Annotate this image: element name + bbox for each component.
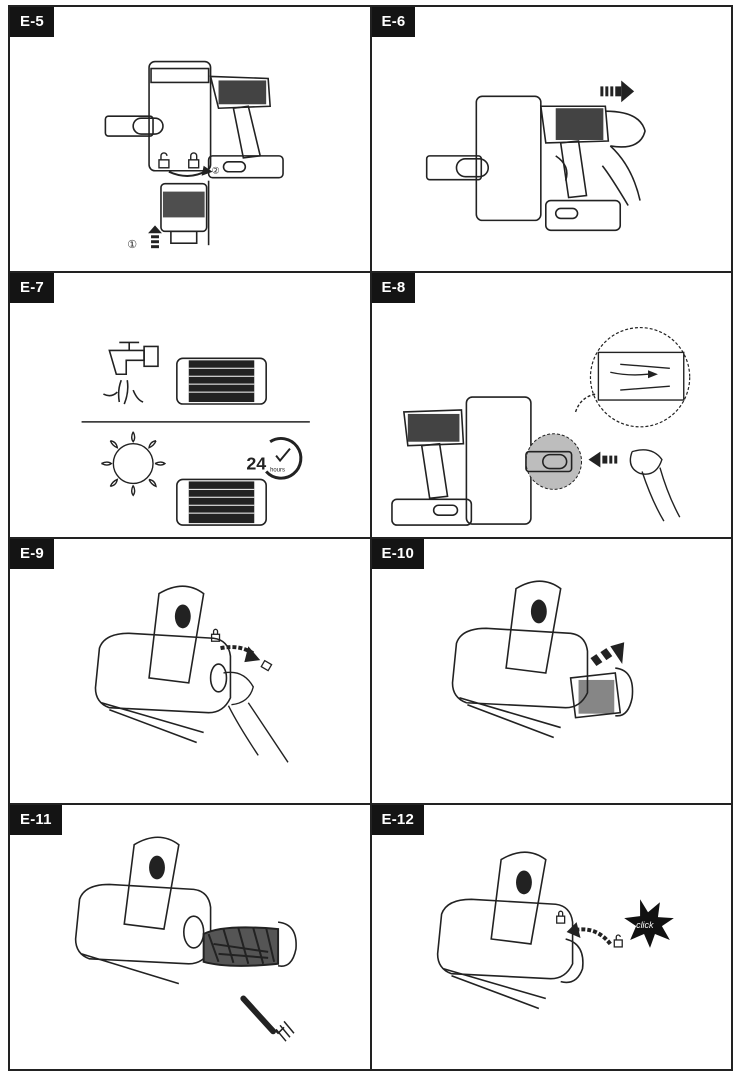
hand-twisting [223,671,289,763]
lock-icon [555,910,565,924]
nozzle-neck [123,836,180,930]
instruction-grid: E-5 [8,5,733,1071]
hand-with-cloth [629,449,680,522]
battery-pack [390,498,472,526]
lock-icon [210,628,221,642]
filter-icon [176,357,267,405]
panel-e5: E-5 [9,6,371,272]
panel-label: E-9 [10,539,54,569]
vacuum-body [148,60,212,172]
up-arrow-icon [148,225,162,249]
click-text: click [636,920,654,930]
release-button [530,599,547,624]
dry-hours-unit: hours [270,467,285,473]
step-2-marker: ② [212,166,220,176]
filter-mesh [162,191,205,218]
panel-e10: E-10 [370,538,732,804]
unlock-icon [158,152,170,169]
hand-gripping [601,145,641,206]
e8-illustration [390,326,690,526]
step-1-marker: ① [127,239,137,251]
e12-illustration: click [436,851,674,1010]
vacuum-handle [420,442,448,500]
panel-e6: E-6 [370,6,732,272]
motor-grille [218,80,267,105]
brush-head [436,898,573,980]
panel-label: E-5 [10,7,54,37]
battery-pack [544,199,621,232]
e7-illustration: 24 hours [81,341,310,526]
panel-label: E-10 [371,539,424,569]
push-left-arrow-icon [587,451,617,468]
battery-pack [207,155,284,179]
nozzle-connector [425,155,482,181]
unlock-icon [260,659,273,672]
vacuum-body [475,95,542,222]
e11-illustration [74,836,297,1042]
vacuum-motor [402,409,464,447]
pull-right-arrow-icon [589,642,624,667]
nozzle-neck [148,585,205,684]
motor-grille [407,413,459,442]
zoom-detail-circle [589,326,690,428]
panel-e11: E-11 [9,804,371,1070]
release-button [515,870,532,895]
motor-grille [555,108,603,140]
hand-right [604,110,646,148]
release-button [149,855,165,880]
click-burst-icon: click [623,899,674,948]
end-cap [277,921,297,967]
nozzle-connector [104,115,154,137]
pull-right-arrow-icon [599,80,634,103]
e9-illustration [94,585,289,763]
vacuum-motor [209,75,271,110]
vacuum-body [465,396,532,525]
panel-label: E-6 [371,7,416,37]
brush-head [94,632,232,714]
brush-roll [569,672,621,719]
filter-icon [176,478,267,526]
brush-head [74,883,212,965]
vacuum-top [150,67,210,84]
sun-icon [101,431,167,497]
clock-24-hours-icon: 24 hours [246,436,303,480]
panel-label: E-7 [10,273,54,303]
e6-illustration [425,80,646,232]
e5-illustration: ② ① [104,60,284,251]
release-button [174,604,191,629]
panel-label: E-8 [371,273,416,303]
brush-head [451,627,588,709]
panel-e7: E-7 [9,272,371,538]
dry-hours-number: 24 [246,454,266,474]
brush-roll [202,926,280,967]
cleaning-brush-icon [240,995,295,1042]
end-cap [614,667,633,717]
end-cap [559,938,584,984]
e10-illustration [451,580,633,739]
panel-e8: E-8 [370,272,732,538]
lock-icon [188,152,200,169]
unlock-rotate-arrow-icon [220,645,261,663]
faucet-icon [103,341,159,405]
nozzle-neck [489,851,547,945]
zoom-highlight [524,433,582,490]
panel-label: E-12 [371,805,424,835]
vacuum-handle [232,105,262,159]
panel-e9: E-9 [9,538,371,804]
nozzle-neck [504,580,562,674]
unlock-icon [613,934,623,948]
lock-rotate-arrow-icon [566,922,612,946]
panel-label: E-11 [10,805,62,835]
vacuum-motor [539,105,609,144]
vacuum-handle [559,140,587,199]
panel-e12: E-12 click [370,804,732,1070]
